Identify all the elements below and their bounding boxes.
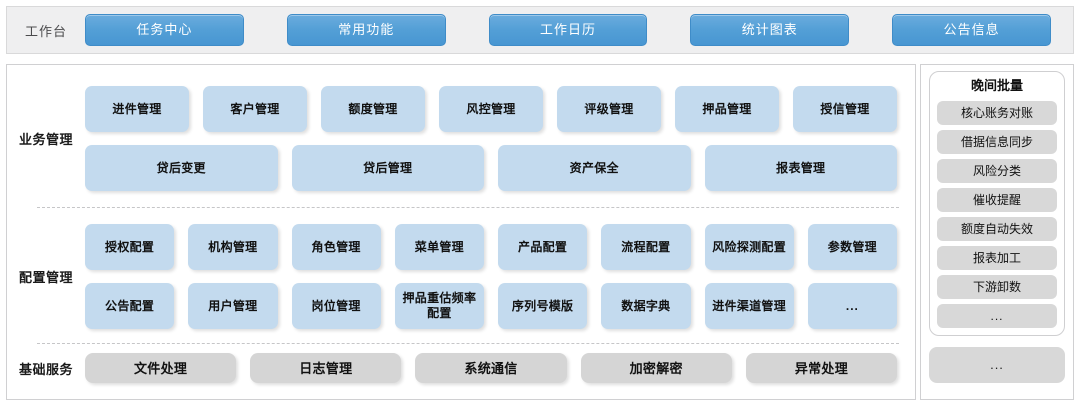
section-label-basic-services: 基础服务 [18, 361, 73, 377]
section-body-business: 进件管理 客户管理 额度管理 风控管理 评级管理 押品管理 授信管理 贷后变更 … [85, 86, 915, 191]
top-navigation-bar: 工作台 任务中心 常用功能 工作日历 统计图表 公告信息 [6, 6, 1074, 54]
module-log-management[interactable]: 日志管理 [250, 353, 402, 383]
batch-more[interactable]: ... [937, 304, 1057, 328]
divider-business-config [37, 207, 899, 208]
module-menu-management[interactable]: 菜单管理 [394, 224, 484, 270]
module-parameter-management[interactable]: 参数管理 [807, 224, 897, 270]
module-rating-management[interactable]: 评级管理 [557, 86, 661, 132]
module-risk-control-management[interactable]: 风控管理 [439, 86, 543, 132]
tab-work-calendar[interactable]: 工作日历 [488, 14, 648, 46]
module-user-management[interactable]: 用户管理 [188, 283, 278, 329]
module-product-config[interactable]: 产品配置 [498, 224, 588, 270]
module-encryption-decryption[interactable]: 加密解密 [580, 353, 732, 383]
basic-row-1: 文件处理 日志管理 系统通信 加密解密 异常处理 [85, 353, 898, 383]
batch-core-account-reconciliation[interactable]: 核心账务对账 [937, 101, 1057, 125]
module-exception-handling[interactable]: 异常处理 [745, 353, 898, 383]
night-batch-card: 晚间批量 核心账务对账 借据信息同步 风险分类 催收提醒 额度自动失效 报表加工… [929, 71, 1065, 336]
tab-announcements[interactable]: 公告信息 [892, 14, 1051, 46]
right-panel-more-button[interactable]: ... [929, 347, 1065, 383]
module-role-management[interactable]: 角色管理 [291, 224, 381, 270]
section-label-business: 业务管理 [18, 132, 73, 147]
batch-downstream-data-unload[interactable]: 下游卸数 [937, 275, 1057, 299]
batch-collection-reminder[interactable]: 催收提醒 [937, 188, 1057, 212]
module-organization-management[interactable]: 机构管理 [188, 224, 278, 270]
batch-report-processing[interactable]: 报表加工 [937, 246, 1057, 270]
section-body-basic-services: 文件处理 日志管理 系统通信 加密解密 异常处理 [85, 353, 915, 383]
module-application-management[interactable]: 进件管理 [85, 86, 189, 132]
module-position-management[interactable]: 岗位管理 [291, 283, 381, 329]
tab-task-center[interactable]: 任务中心 [85, 14, 244, 46]
module-authorization-config[interactable]: 授权配置 [85, 224, 175, 270]
module-limit-management[interactable]: 额度管理 [321, 86, 425, 132]
top-tab-list: 任务中心 常用功能 工作日历 统计图表 公告信息 [85, 14, 1073, 46]
batch-loan-record-sync[interactable]: 借据信息同步 [937, 130, 1057, 154]
config-row-2: 公告配置 用户管理 岗位管理 押品重估频率配置 序列号模版 数据字典 进件渠道管… [85, 283, 897, 329]
section-label-configuration: 配置管理 [18, 270, 73, 285]
batch-limit-auto-expiry[interactable]: 额度自动失效 [937, 217, 1057, 241]
module-collateral-revaluation-frequency-config[interactable]: 押品重估频率配置 [394, 283, 484, 329]
section-basic-services: 基础服务 文件处理 日志管理 系统通信 加密解密 异常处理 [7, 344, 915, 392]
module-map-panel: 业务管理 进件管理 客户管理 额度管理 风控管理 评级管理 押品管理 授信管理 … [6, 64, 916, 400]
module-asset-preservation[interactable]: 资产保全 [498, 145, 691, 191]
divider-config-basic [37, 343, 899, 344]
business-row-2: 贷后变更 贷后管理 资产保全 报表管理 [85, 145, 897, 191]
section-configuration-management: 配置管理 授权配置 机构管理 角色管理 菜单管理 产品配置 流程配置 风险探测配… [7, 208, 915, 344]
module-risk-detection-config[interactable]: 风险探测配置 [704, 224, 794, 270]
module-post-loan-management[interactable]: 贷后管理 [291, 145, 484, 191]
module-post-loan-change[interactable]: 贷后变更 [85, 145, 278, 191]
config-row-1: 授权配置 机构管理 角色管理 菜单管理 产品配置 流程配置 风险探测配置 参数管… [85, 224, 897, 270]
module-credit-management[interactable]: 授信管理 [793, 86, 897, 132]
module-customer-management[interactable]: 客户管理 [203, 86, 307, 132]
night-batch-title: 晚间批量 [970, 78, 1023, 93]
tab-statistics-charts[interactable]: 统计图表 [690, 14, 850, 46]
section-business-management: 业务管理 进件管理 客户管理 额度管理 风控管理 评级管理 押品管理 授信管理 … [7, 65, 915, 208]
module-data-dictionary[interactable]: 数据字典 [601, 283, 691, 329]
module-serial-number-template[interactable]: 序列号模版 [498, 283, 588, 329]
tab-common-functions[interactable]: 常用功能 [286, 14, 446, 46]
module-application-channel-management[interactable]: 进件渠道管理 [704, 283, 794, 329]
section-body-configuration: 授权配置 机构管理 角色管理 菜单管理 产品配置 流程配置 风险探测配置 参数管… [85, 224, 915, 329]
night-batch-panel: 晚间批量 核心账务对账 借据信息同步 风险分类 催收提醒 额度自动失效 报表加工… [920, 64, 1074, 400]
batch-risk-classification[interactable]: 风险分类 [937, 159, 1057, 183]
business-row-1: 进件管理 客户管理 额度管理 风控管理 评级管理 押品管理 授信管理 [85, 86, 897, 132]
page-title: 工作台 [24, 23, 67, 39]
module-report-management[interactable]: 报表管理 [704, 145, 897, 191]
module-file-processing[interactable]: 文件处理 [85, 353, 237, 383]
module-config-more[interactable]: ... [807, 283, 897, 329]
module-announcement-config[interactable]: 公告配置 [85, 283, 175, 329]
module-system-communication[interactable]: 系统通信 [415, 353, 567, 383]
module-collateral-management[interactable]: 押品管理 [675, 86, 779, 132]
module-process-config[interactable]: 流程配置 [601, 224, 691, 270]
